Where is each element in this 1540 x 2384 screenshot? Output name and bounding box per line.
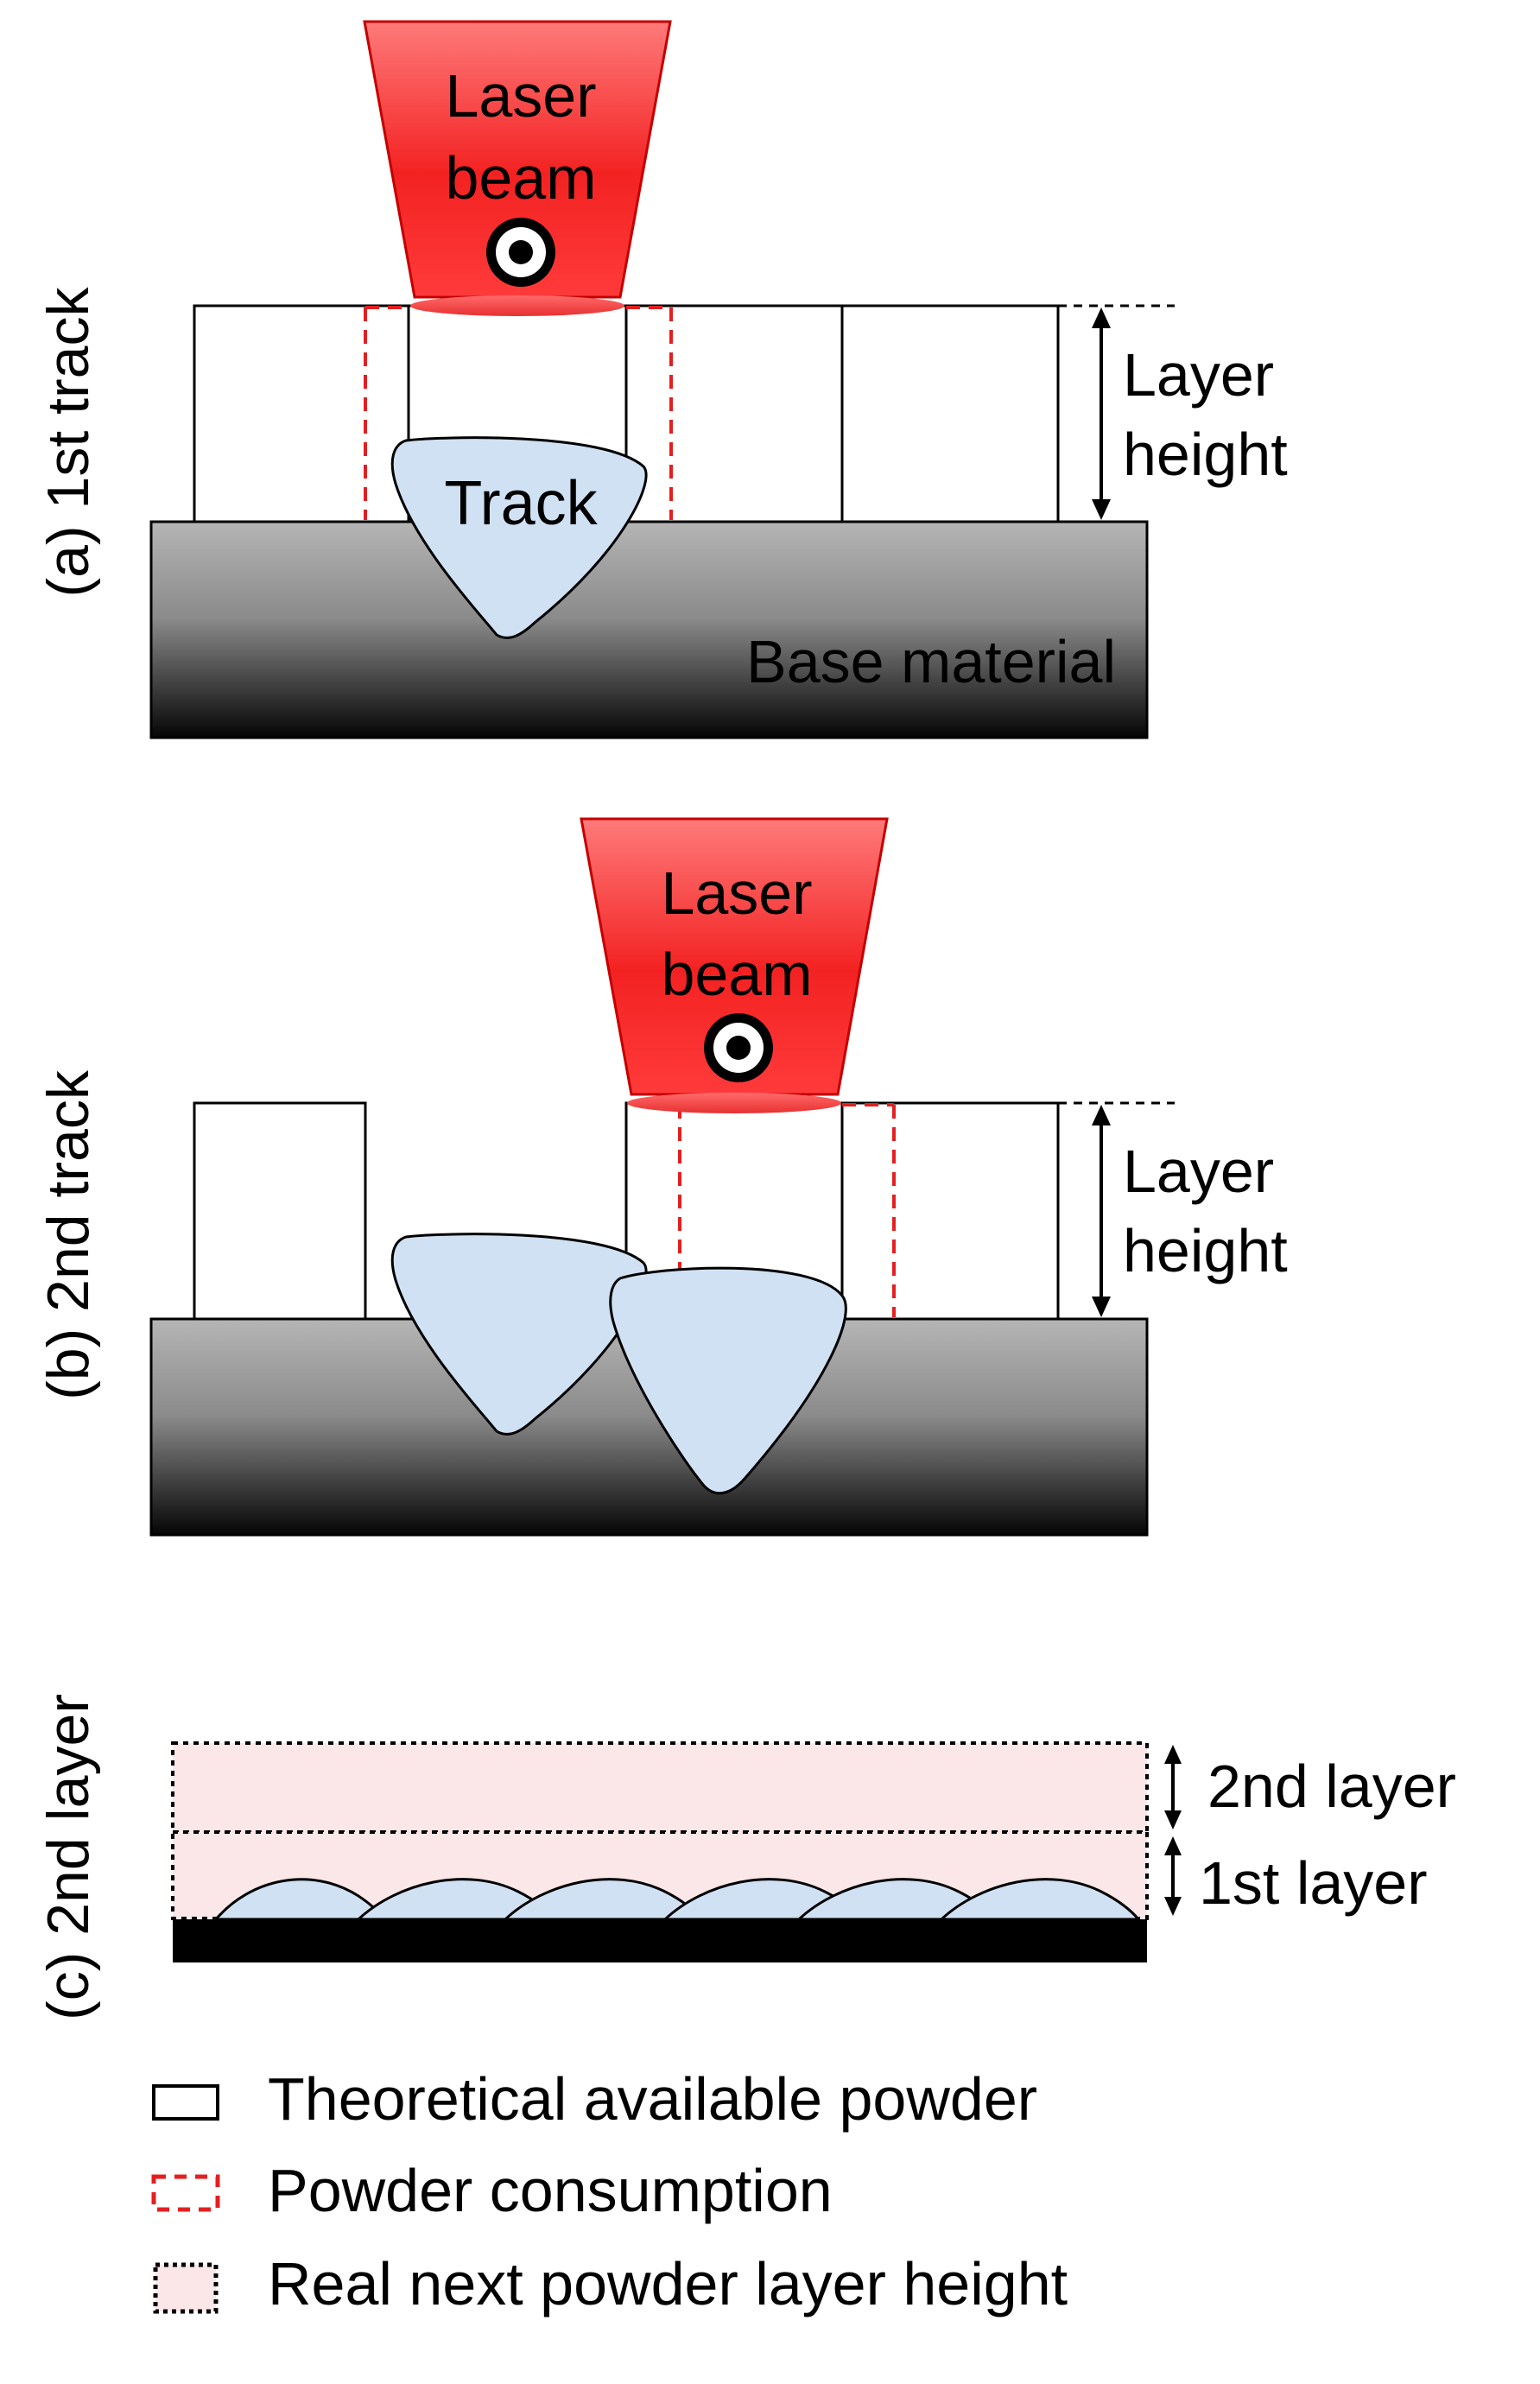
laser-spot-b — [627, 1093, 841, 1113]
laser-label-b-line1: Laser — [661, 859, 812, 927]
base-material-a — [149, 520, 1149, 739]
laser-label-b-line2: beam — [661, 941, 812, 1008]
track-label: Track — [444, 469, 598, 538]
panel-b-side-label: (b) 2nd track — [35, 1069, 101, 1400]
powder-consumption-a — [364, 306, 673, 520]
legend-label-next-layer: Real next powder layer height — [268, 2250, 1068, 2317]
laser-label-a-line2: beam — [445, 144, 596, 212]
laser-spot-a — [410, 295, 624, 316]
layer-height-label-b-line2: height — [1123, 1217, 1288, 1284]
laser-beam-a — [363, 20, 672, 299]
track-shape-b-1 — [390, 1233, 648, 1436]
layer-height-arrow-a — [1092, 308, 1111, 520]
panel-a: (a) 1st track Base material Track Laser … — [35, 20, 1288, 739]
layer-height-label-a-line2: height — [1123, 421, 1288, 488]
track-shape-b-2 — [609, 1266, 847, 1495]
upper-layer-arrow — [1164, 1745, 1182, 1829]
panel-c-side-label: (c) 2nd layer — [35, 1694, 101, 2020]
substrate-c — [173, 1919, 1147, 1962]
scan-direction-icon-a — [486, 218, 555, 287]
panel-b: (b) 2nd track Laser beam — [35, 817, 1288, 1537]
legend: Theoretical available powder Powder cons… — [151, 2065, 1068, 2317]
deposited-tracks-c — [212, 1878, 1142, 1921]
panel-c: (c) 2nd layer 2nd layer 1st layer — [35, 1694, 1456, 2020]
track-shape-a — [390, 436, 648, 639]
lower-layer-arrow — [1164, 1836, 1182, 1916]
panel-a-side-label: (a) 1st track — [35, 287, 101, 598]
layer-height-arrow-b — [1092, 1105, 1111, 1317]
legend-marker-dotted-pink-box — [153, 2262, 219, 2314]
legend-marker-solid-box — [152, 2084, 219, 2121]
legend-label-consumption: Powder consumption — [268, 2157, 833, 2224]
base-material-label: Base material — [746, 628, 1116, 695]
powder-consumption-b — [678, 1103, 896, 1317]
upper-layer-label: 2nd layer — [1207, 1753, 1456, 1820]
lower-layer-label: 1st layer — [1199, 1849, 1428, 1917]
legend-marker-red-dashed-box — [151, 2174, 220, 2212]
layer-height-label-b-line1: Layer — [1123, 1138, 1274, 1205]
layer-height-label-a-line1: Layer — [1123, 341, 1274, 409]
laser-beam-b — [580, 817, 889, 1096]
next-layer-box-upper — [171, 1741, 1149, 1834]
legend-label-theoretical: Theoretical available powder — [268, 2065, 1037, 2133]
scan-direction-icon-b — [704, 1013, 773, 1082]
laser-label-a-line1: Laser — [445, 62, 596, 130]
